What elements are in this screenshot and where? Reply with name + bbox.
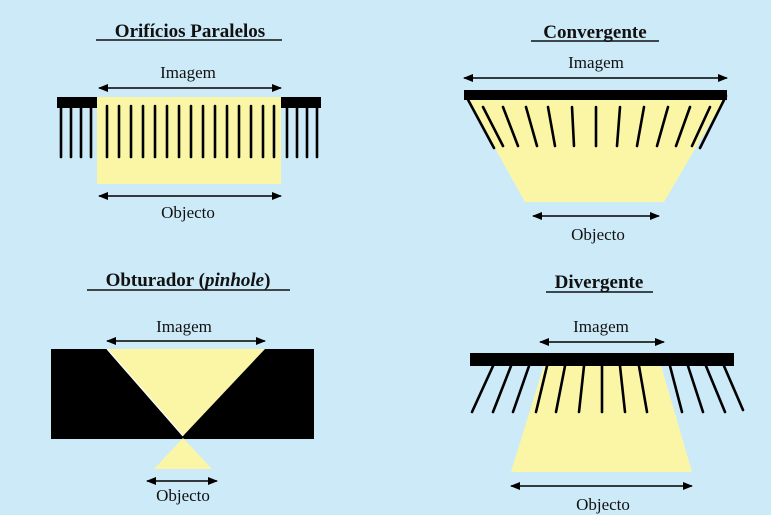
detector-cone [107,349,265,436]
image-label: Imagem [156,317,212,336]
image-label: Imagem [573,317,629,336]
panel-pinhole: Obturador (pinhole) Imagem Objecto [51,270,314,505]
panel-parallel-holes: Orifícios Paralelos Imagem Objecto [57,21,321,222]
collimator-plate-left [57,97,98,108]
panel-title: Divergente [555,272,644,293]
panel-title: Obturador (pinhole) [106,270,271,291]
object-cone [154,438,212,469]
cone-edge-highlight [106,348,184,437]
image-label: Imagem [160,63,216,82]
collimator-plate [464,90,727,100]
detector-area [97,97,281,184]
collimator-edge-left [464,94,496,150]
detector-area [511,362,692,472]
panel-converging: Convergente Imagem Objecto [463,22,728,244]
collimator-edge-right [698,94,728,150]
image-label: Imagem [568,53,624,72]
converging-septa [481,105,712,148]
collimator-plate [470,353,734,366]
object-label: Objecto [571,225,625,244]
object-label: Objecto [576,495,630,514]
object-label: Objecto [156,486,210,505]
panel-title: Convergente [543,22,646,43]
parallel-septa [59,104,319,159]
object-label: Objecto [161,203,215,222]
diverging-septa [470,364,745,414]
panel-title: Orifícios Paralelos [115,21,265,42]
collimator-plate-right [280,97,321,108]
panel-diverging: Divergente Imagem Objecto [470,272,745,514]
